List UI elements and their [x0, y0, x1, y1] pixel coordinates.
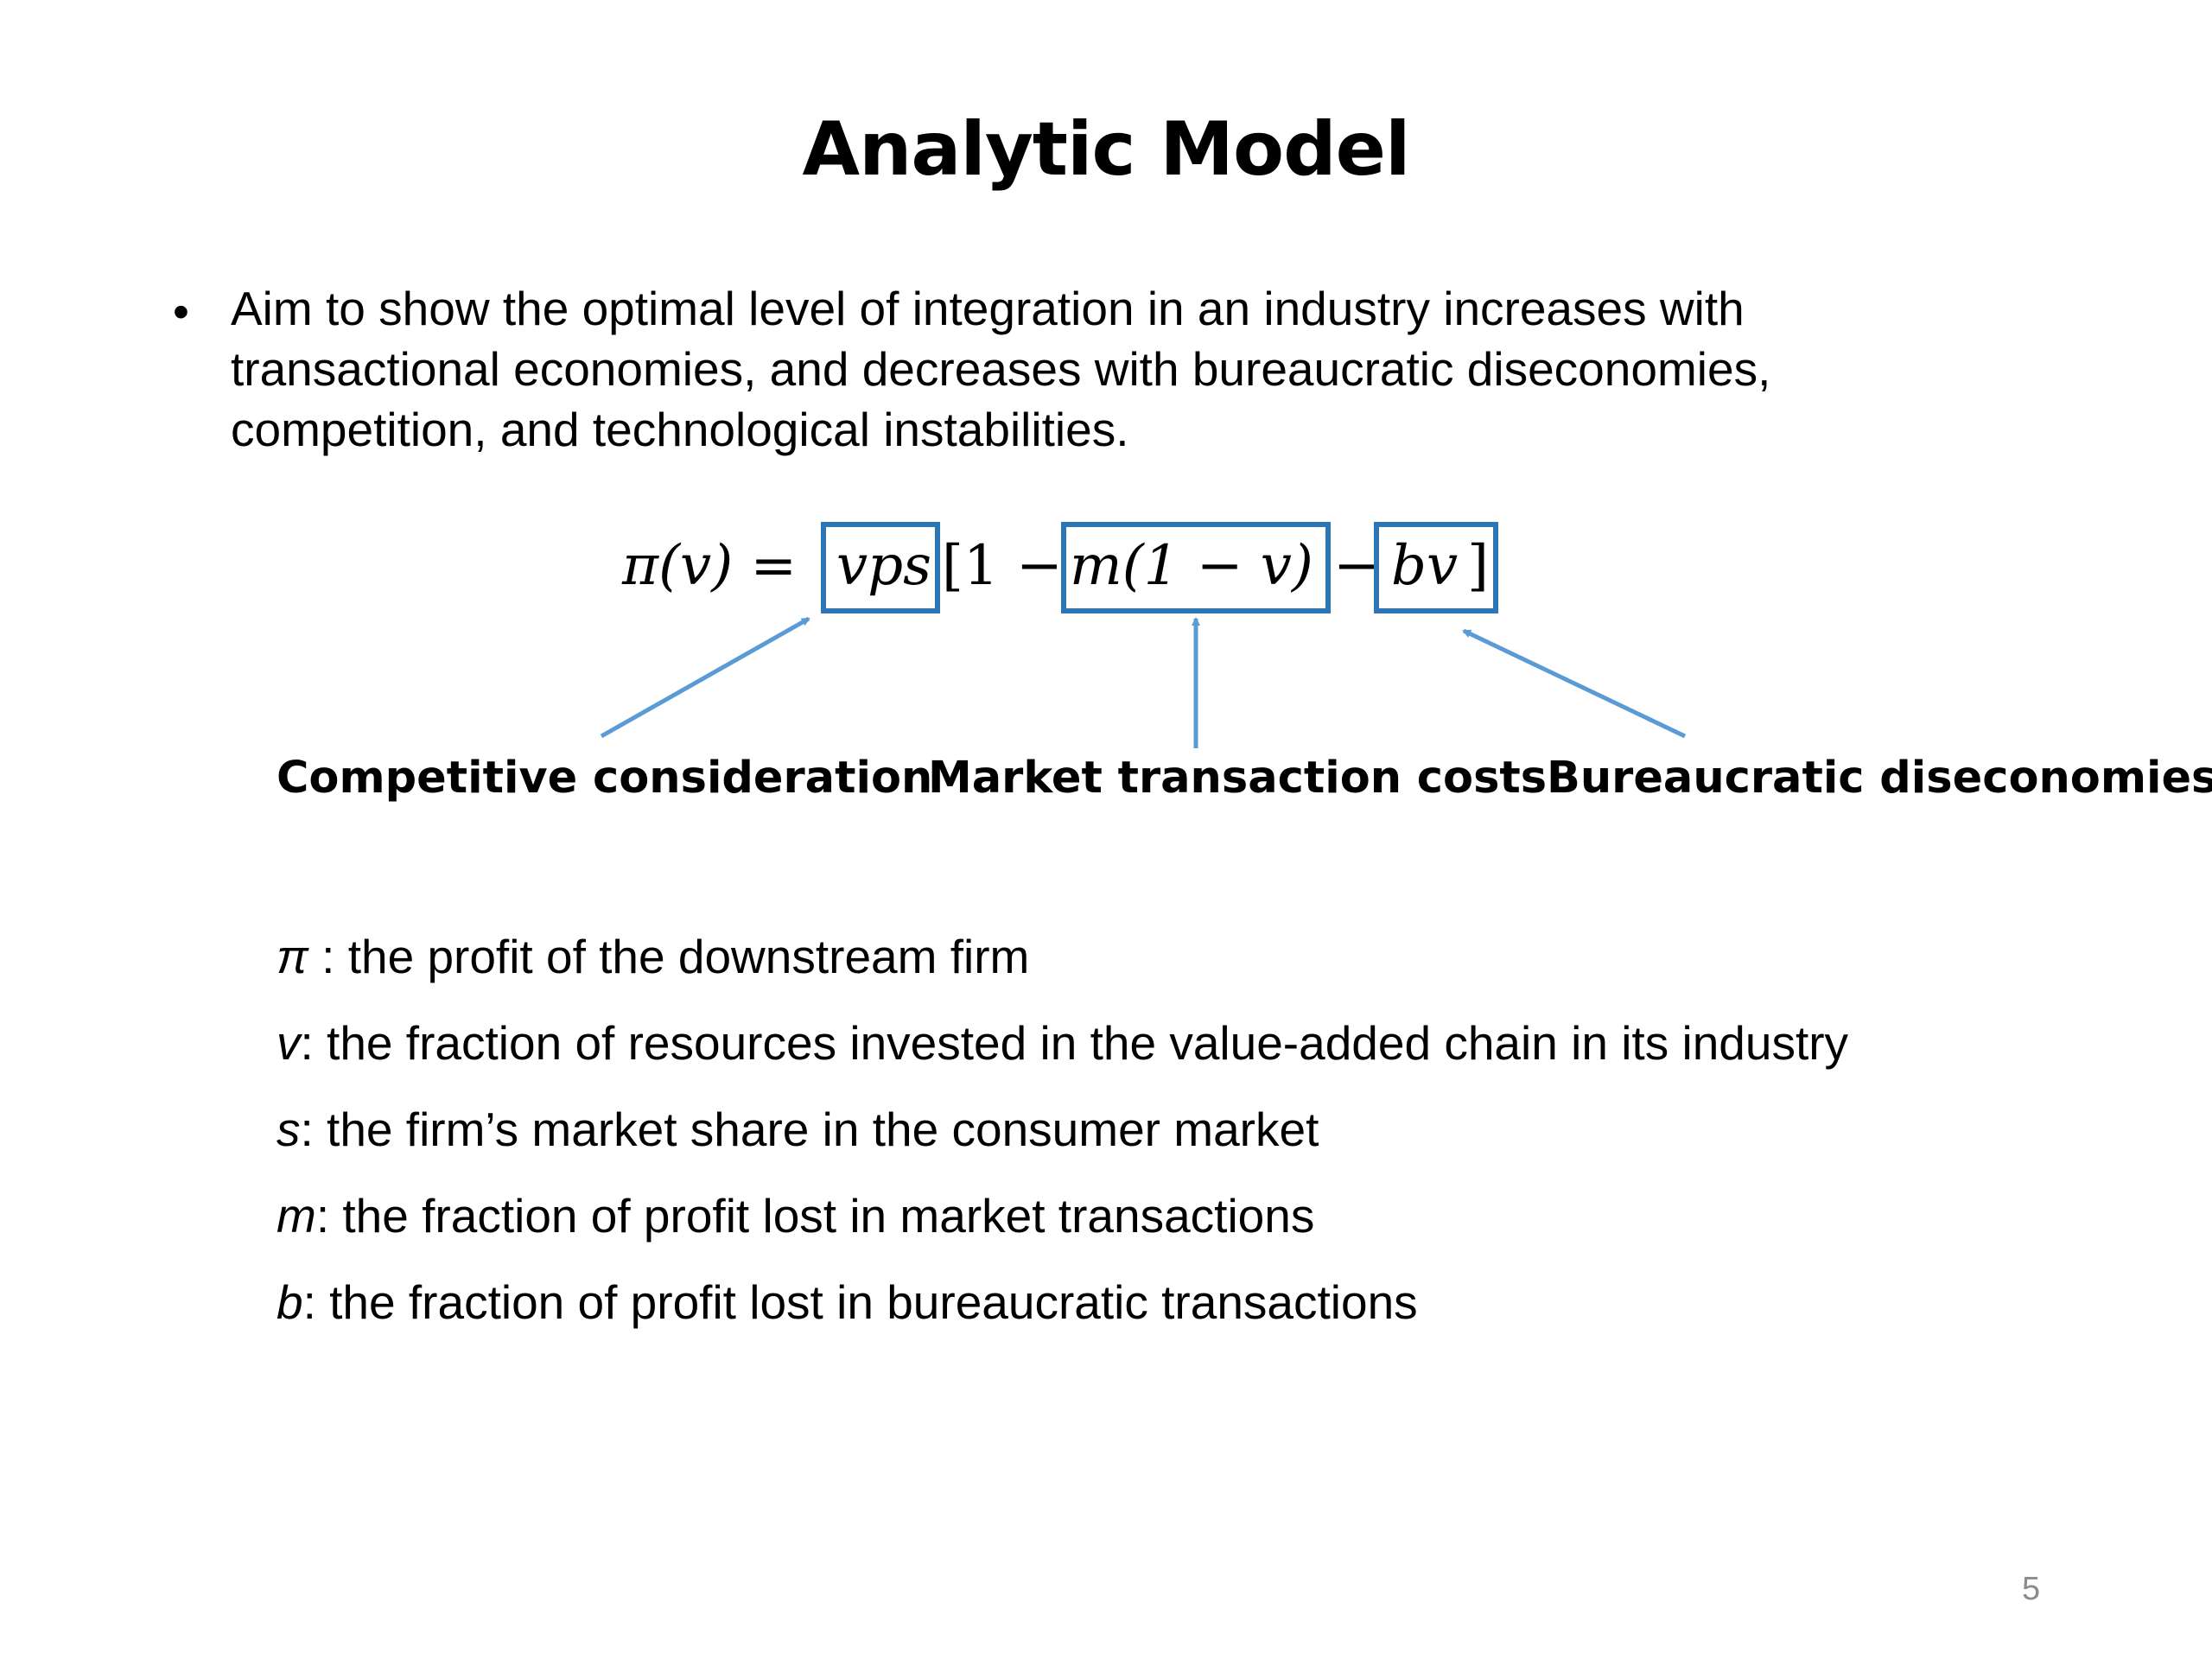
- equation-term-b-wrap: bv: [1391, 518, 1458, 613]
- highlight-box-bureaucratic: [1374, 522, 1498, 613]
- bullet-line: transactional economies, and decreases w…: [231, 342, 1771, 396]
- equation-term-m-wrap: m(1 − v): [1070, 518, 1313, 613]
- label-competitive-consideration: Competitive consideration: [276, 753, 933, 804]
- equation-term-b: bv: [1391, 534, 1459, 598]
- bullet-line: Aim to show the optimal level of integra…: [231, 282, 1745, 335]
- label-market-transaction-costs: Market transaction costs: [928, 753, 1548, 804]
- equation-close-bracket: ]: [1467, 534, 1489, 598]
- bullet-marker: •: [173, 286, 189, 338]
- profit-equation: π(v) =: [622, 518, 797, 613]
- equation-term-m: m(1 − v): [1070, 534, 1313, 598]
- highlight-box-market: [1061, 522, 1331, 613]
- equation-close-wrap: ]: [1467, 518, 1489, 613]
- equation-term-vps-wrap: vps: [836, 518, 931, 613]
- bullet-paragraph: Aim to show the optimal level of integra…: [231, 278, 1959, 460]
- definition-m: m: the fraction of profit lost in market…: [276, 1189, 1315, 1243]
- arrow-competitive: [600, 616, 810, 739]
- equation-minus: −: [1333, 534, 1380, 598]
- definition-b: b: the fraction of profit lost in bureau…: [276, 1275, 1418, 1329]
- label-bureaucratic-diseconomies: Bureaucratic diseconomies: [1547, 753, 2212, 804]
- equation-minus-wrap: −: [1333, 518, 1380, 613]
- equation-open-bracket: [1 −: [942, 534, 1063, 598]
- equation-term-vps: vps: [836, 534, 931, 598]
- bullet-line: competition, and technological instabili…: [231, 403, 1129, 456]
- definition-pi: π : the profit of the downstream firm: [276, 930, 1030, 983]
- highlight-box-vps: [821, 522, 940, 613]
- definition-v: v: the fraction of resources invested in…: [276, 1016, 1849, 1070]
- equation-lhs: π(v) =: [622, 534, 798, 598]
- equation-open-wrap: [1 −: [942, 518, 1063, 613]
- slide-title: Analytic Model: [802, 106, 1411, 193]
- arrow-bureaucratic: [1462, 628, 1687, 739]
- definition-s: s: the firm’s market share in the consum…: [276, 1103, 1319, 1156]
- page-number: 5: [2022, 1571, 2041, 1607]
